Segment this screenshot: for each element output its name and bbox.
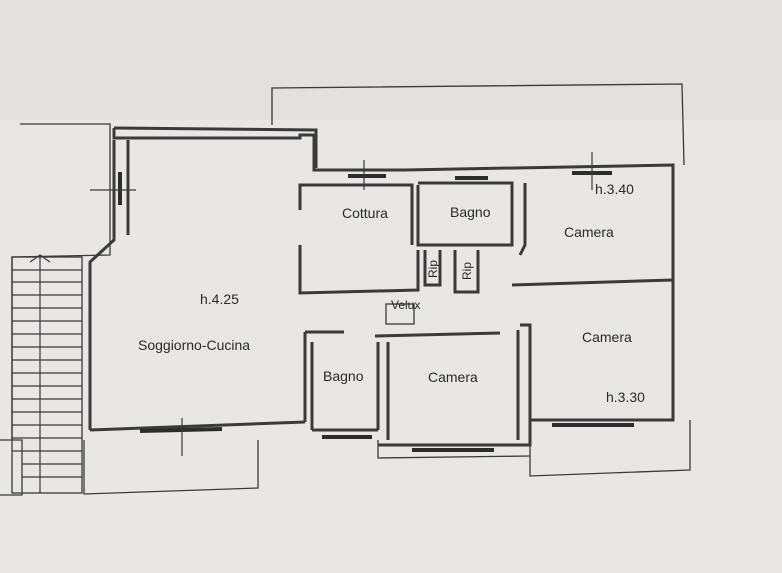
room-label-bagno-top: Bagno	[450, 204, 491, 220]
windows	[118, 171, 634, 452]
terrace-top-outline	[271, 83, 685, 166]
room-label-camera-top: Camera	[564, 224, 614, 240]
interior-walls	[298, 181, 674, 440]
stair-treads	[12, 254, 82, 493]
height-label-camera-top: h.3.40	[595, 181, 634, 197]
stair-area	[0, 123, 111, 496]
velux-label: Velux	[391, 298, 420, 312]
room-label-cottura: Cottura	[342, 205, 388, 221]
room-label-soggiorno-cucina: Soggiorno-Cucina	[138, 337, 250, 353]
room-label-camera-bottom: Camera	[428, 369, 478, 385]
paper-shadow-top	[0, 0, 782, 120]
velux-symbol	[385, 303, 415, 325]
room-label-rip-1: Rip	[426, 260, 440, 278]
height-label-soggiorno: h.4.25	[200, 291, 239, 307]
height-label-camera-right: h.3.30	[606, 389, 645, 405]
room-label-rip-2: Rip	[460, 262, 474, 280]
window-markers	[90, 152, 593, 456]
room-label-camera-right: Camera	[582, 329, 632, 345]
room-label-bagno-bottom: Bagno	[323, 368, 364, 384]
